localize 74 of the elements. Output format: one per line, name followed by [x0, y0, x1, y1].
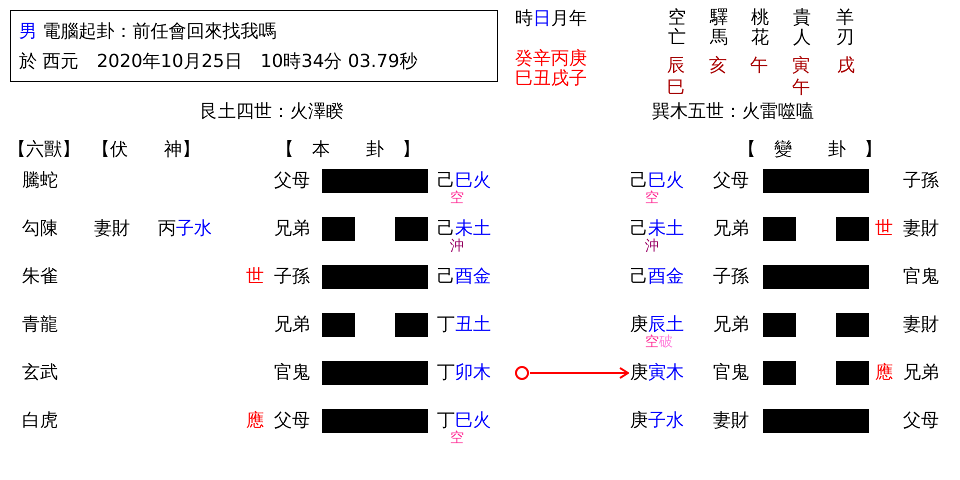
spirit-name: 勾陳	[22, 218, 58, 240]
header-text: 於 西元 2020年10月25日 10時34分 03.79秒	[19, 51, 418, 73]
relative-name: 父母	[274, 170, 310, 192]
stem-branch-text: 丁巳火	[437, 410, 491, 431]
shensha-heading: 貴人	[792, 8, 812, 48]
void-break-mark: 空破	[645, 334, 673, 350]
shensha-heading: 桃花	[750, 8, 770, 48]
shensha-value: 戌	[837, 55, 855, 77]
shensha-value: 午	[792, 77, 810, 99]
clash-mark: 沖	[645, 238, 659, 254]
stem-branch-text: 丁卯木	[437, 362, 491, 384]
pillar-heading: 時日月年	[515, 8, 587, 30]
stem-branch-text: 己未土	[437, 218, 491, 239]
stem-branch-text: 丁丑土	[437, 314, 491, 336]
shensha-value: 午	[750, 55, 768, 77]
spirit-name: 玄武	[22, 362, 58, 384]
stem-branch-text: 庚辰土	[630, 314, 684, 335]
void-mark: 空	[450, 190, 464, 206]
relative-name: 兄弟	[274, 218, 310, 240]
ying-mark: 應	[246, 410, 264, 432]
stem-branch-text: 己未土	[630, 218, 684, 239]
relative-name: 兄弟	[713, 314, 749, 336]
moving-line-circle	[515, 366, 529, 380]
column-heading: 【六獸】	[8, 139, 80, 161]
hexagram-name: 巽木五世：火雷噬嗑	[652, 101, 814, 123]
shensha-value: 亥	[709, 55, 727, 77]
column-heading: 【伏 神】	[92, 139, 200, 161]
shensha-heading: 羊刃	[835, 8, 855, 48]
branches-text: 巳丑戌子	[515, 68, 587, 90]
shensha-heading: 空亡	[667, 8, 687, 48]
relative-name: 父母	[713, 170, 749, 192]
shensha-value: 寅	[792, 55, 810, 77]
relative-name: 妻財	[713, 410, 749, 432]
arrow	[530, 367, 629, 379]
shi-mark: 世	[875, 218, 893, 240]
void-mark: 空	[645, 190, 659, 206]
shensha-heading: 驛馬	[709, 8, 729, 48]
relative-name: 妻財	[94, 218, 130, 240]
relative-name: 官鬼	[274, 362, 310, 384]
shi-mark: 世	[246, 266, 264, 288]
hexagram-name: 艮土四世：火澤睽	[200, 101, 344, 123]
relative-name: 兄弟	[903, 362, 939, 384]
spirit-name: 朱雀	[22, 266, 58, 288]
stem-branch-text: 庚子水	[630, 410, 684, 432]
header-text: 男 電腦起卦：前任會回來找我嗎	[19, 21, 277, 43]
relative-name: 子孫	[274, 266, 310, 288]
spirit-name: 白虎	[22, 410, 58, 432]
relative-name: 妻財	[903, 314, 939, 336]
relative-name: 父母	[903, 410, 939, 432]
spirit-name: 騰蛇	[22, 170, 58, 192]
relative-name: 子孫	[713, 266, 749, 288]
relative-name: 兄弟	[713, 218, 749, 240]
ying-mark: 應	[875, 362, 893, 384]
relative-name: 兄弟	[274, 314, 310, 336]
spirit-name: 青龍	[22, 314, 58, 336]
stems-text: 癸辛丙庚	[515, 48, 587, 69]
relative-name: 子孫	[903, 170, 939, 192]
column-heading: 【 本 卦 】	[276, 139, 420, 161]
relative-name: 妻財	[903, 218, 939, 240]
shensha-value: 辰	[667, 55, 685, 77]
header-box	[10, 10, 498, 82]
relative-name: 父母	[274, 410, 310, 432]
stem-branch-text: 己酉金	[437, 266, 491, 288]
column-heading: 【 變 卦 】	[738, 139, 882, 161]
stem-branch-text: 己巳火	[630, 170, 684, 191]
stem-branch-text: 庚寅木	[630, 362, 684, 384]
stem-branch-text: 己巳火	[437, 170, 491, 191]
shensha-value: 巳	[667, 77, 685, 99]
clash-mark: 沖	[450, 238, 464, 254]
stem-branch-text: 己酉金	[630, 266, 684, 288]
relative-name: 官鬼	[713, 362, 749, 384]
void-mark: 空	[450, 430, 464, 446]
relative-name: 官鬼	[903, 266, 939, 288]
stem-branch-text: 丙子水	[158, 218, 212, 240]
